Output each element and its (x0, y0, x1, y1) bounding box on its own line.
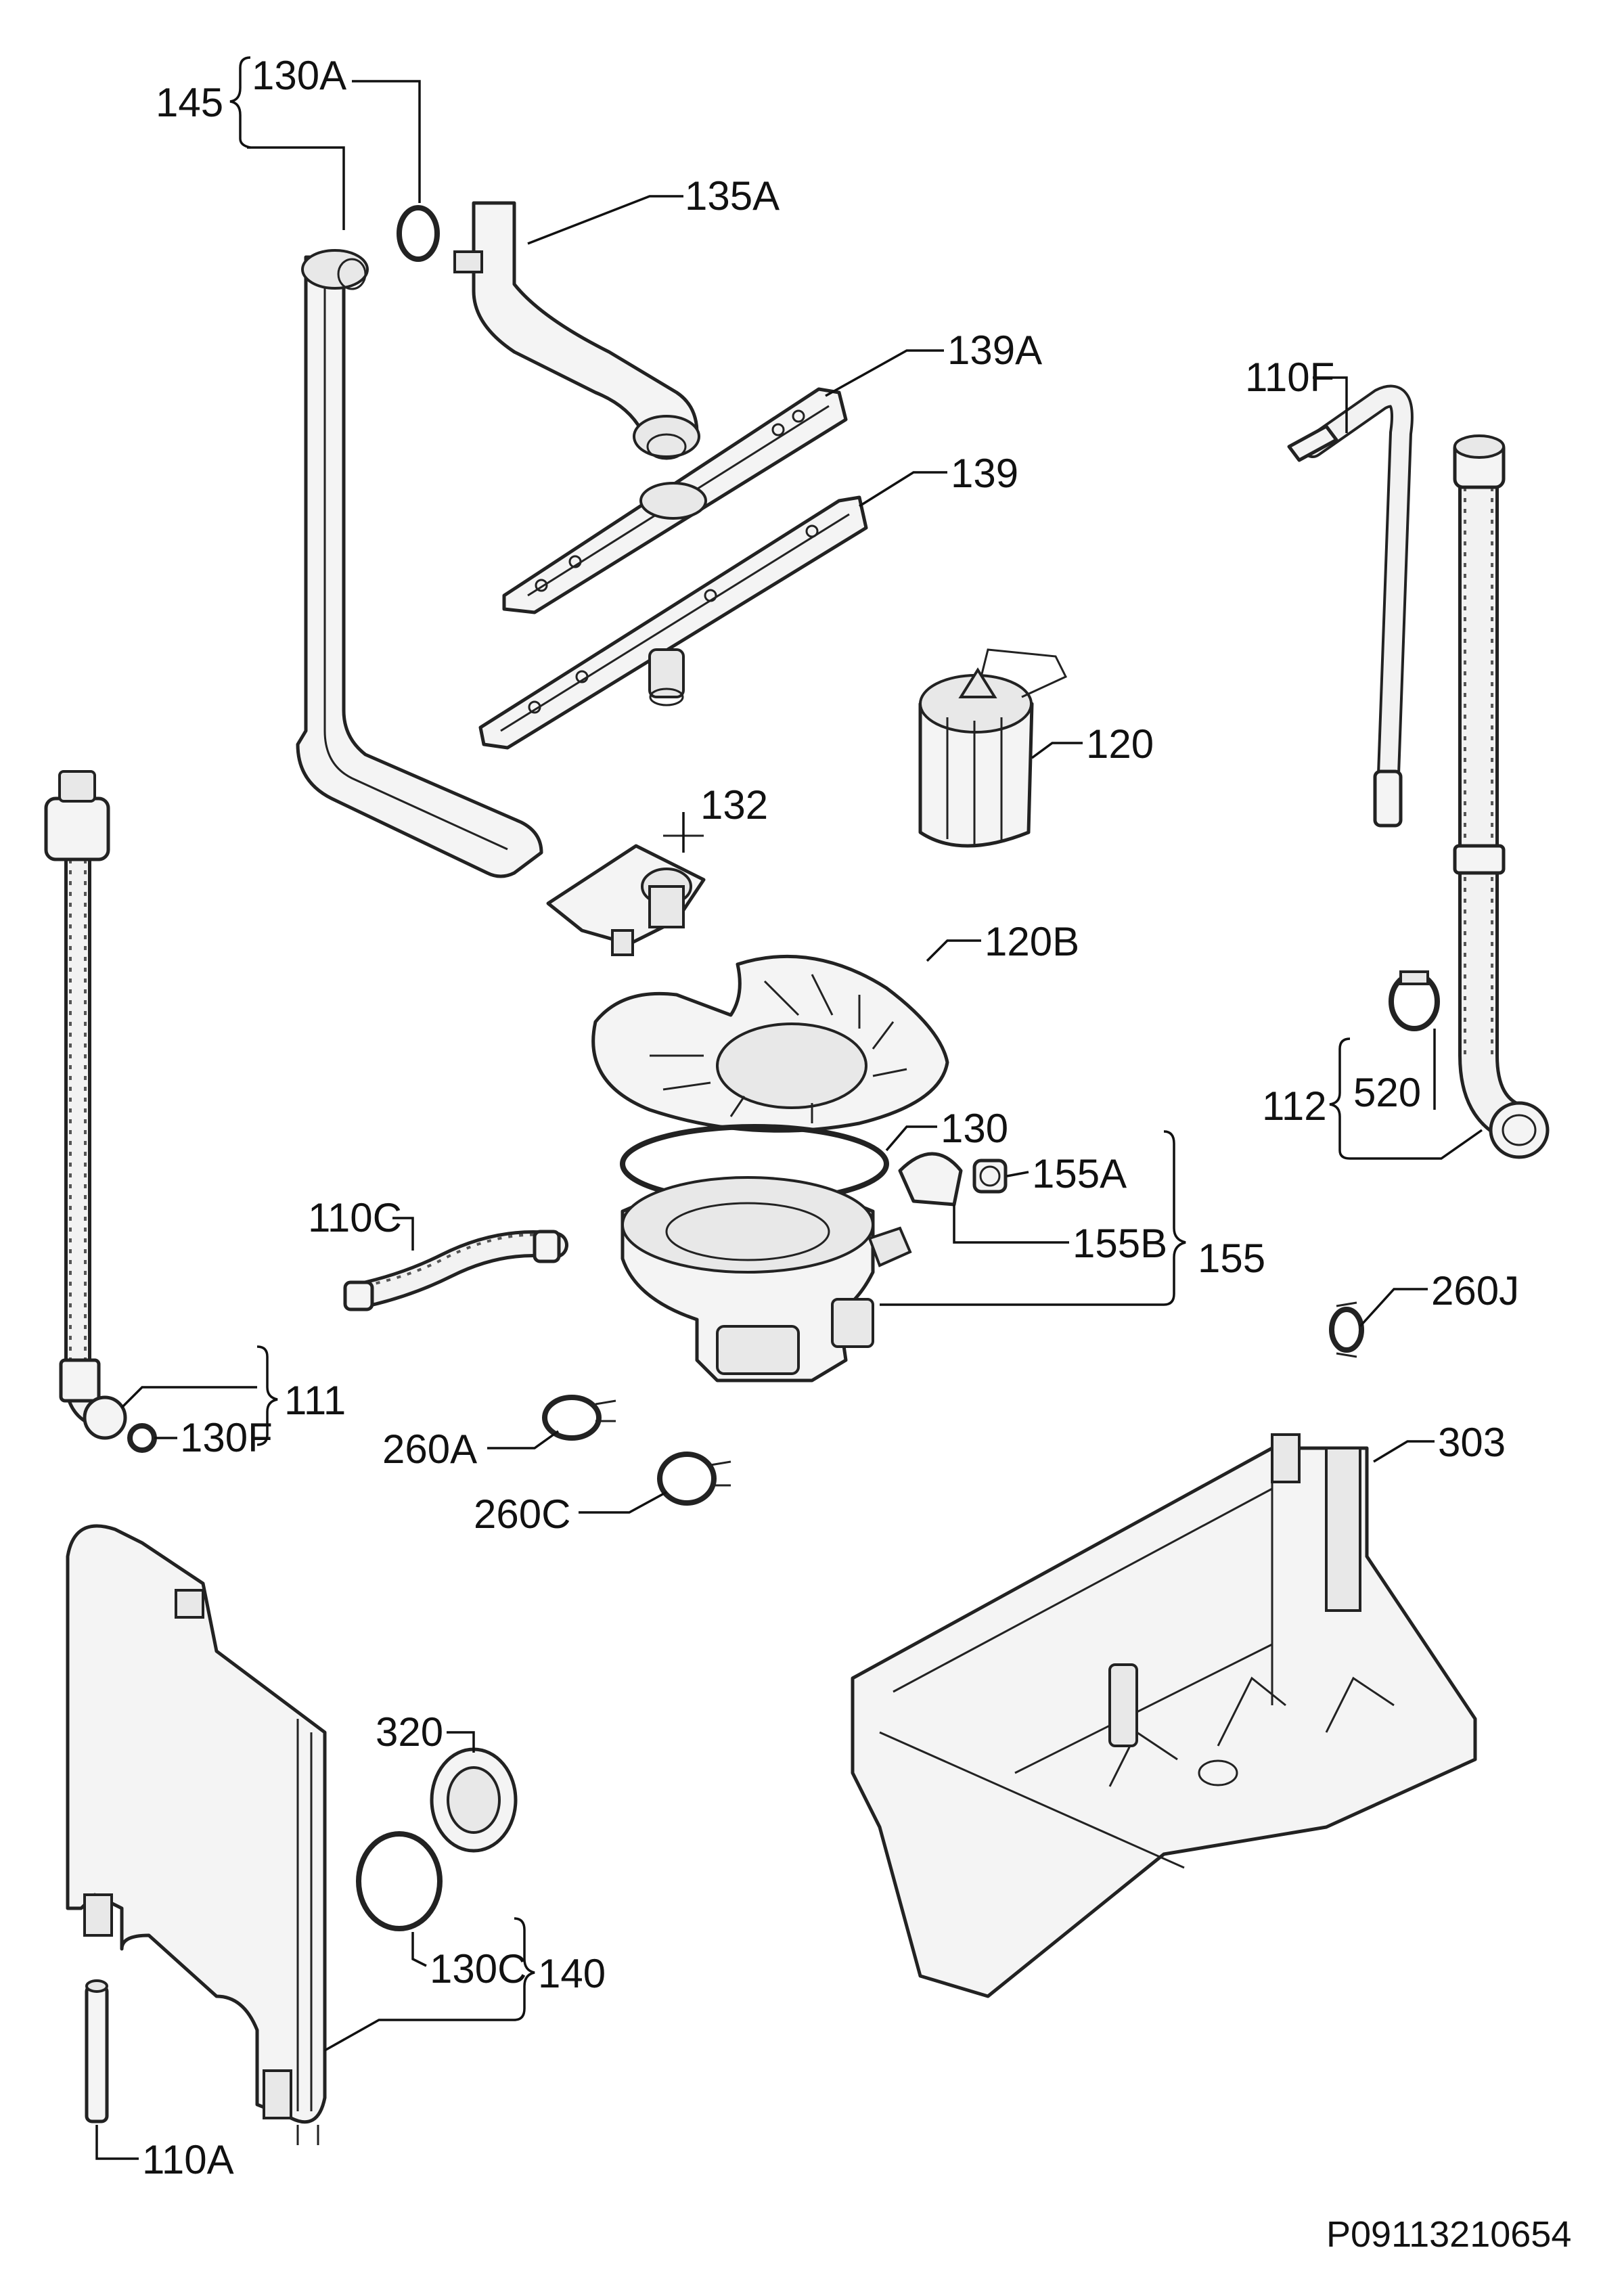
label-520: 520 (1353, 1070, 1421, 1115)
filter-plate-120b (591, 954, 949, 1133)
hose-110f (1287, 384, 1414, 828)
hose-clamp-260c (657, 1452, 731, 1506)
label-110c: 110C (308, 1195, 402, 1240)
label-130c: 130C (430, 1946, 526, 1992)
nozzle-155a (972, 1159, 1008, 1194)
clip-260j (1329, 1301, 1364, 1358)
label-135a: 135A (685, 173, 780, 219)
gasket-130f (127, 1423, 157, 1453)
label-320: 320 (376, 1709, 443, 1755)
label-130: 130 (941, 1106, 1008, 1151)
spray-arm-pipe-135a (453, 201, 700, 460)
label-110f: 110F (1245, 355, 1334, 400)
label-130a: 130A (252, 53, 346, 98)
label-260c: 260C (474, 1491, 570, 1537)
label-130f: 130F (180, 1415, 273, 1460)
label-145: 145 (156, 80, 223, 125)
label-303: 303 (1438, 1420, 1506, 1465)
sensor-bracket-132 (546, 822, 706, 956)
label-155: 155 (1198, 1236, 1265, 1281)
leader-lines (95, 56, 1483, 2160)
hose-clamp-260a (542, 1395, 616, 1441)
sump-assembly-155 (621, 1176, 912, 1382)
label-155b: 155B (1073, 1221, 1167, 1266)
label-120b: 120B (985, 919, 1079, 964)
inlet-hose-111 (44, 770, 127, 1440)
label-132: 132 (700, 782, 768, 828)
part-labels: 145 130A 135A 139A 139 110F 120 132 120B… (142, 53, 1571, 2255)
lower-spray-arm-139 (478, 495, 868, 750)
seal-ring-320 (430, 1747, 518, 1853)
upper-spray-arm-139a (502, 387, 848, 614)
label-111: 111 (284, 1378, 346, 1423)
label-120: 120 (1086, 721, 1154, 767)
air-break-140 (66, 1524, 327, 2145)
label-110a: 110A (142, 2137, 234, 2182)
filter-120 (918, 648, 1068, 848)
label-139a: 139A (947, 328, 1042, 373)
drain-hose-112 (1453, 434, 1550, 1159)
drawing-code: P09113210654 (1326, 2214, 1571, 2255)
label-140: 140 (538, 1951, 606, 1996)
base-frame-303 (851, 1433, 1477, 1998)
pipe-110a (85, 1979, 109, 2123)
gasket-130c (356, 1831, 443, 1931)
label-260j: 260J (1431, 1268, 1519, 1313)
label-112: 112 (1262, 1083, 1327, 1129)
label-260a: 260A (382, 1426, 477, 1472)
hose-clip-520 (1389, 970, 1440, 1031)
hose-110c (343, 1230, 568, 1311)
label-139: 139 (951, 451, 1018, 496)
cover-155b (898, 1152, 963, 1207)
spray-pipe-145 (296, 249, 543, 878)
o-ring-130a (397, 205, 440, 262)
label-155a: 155A (1032, 1151, 1127, 1196)
